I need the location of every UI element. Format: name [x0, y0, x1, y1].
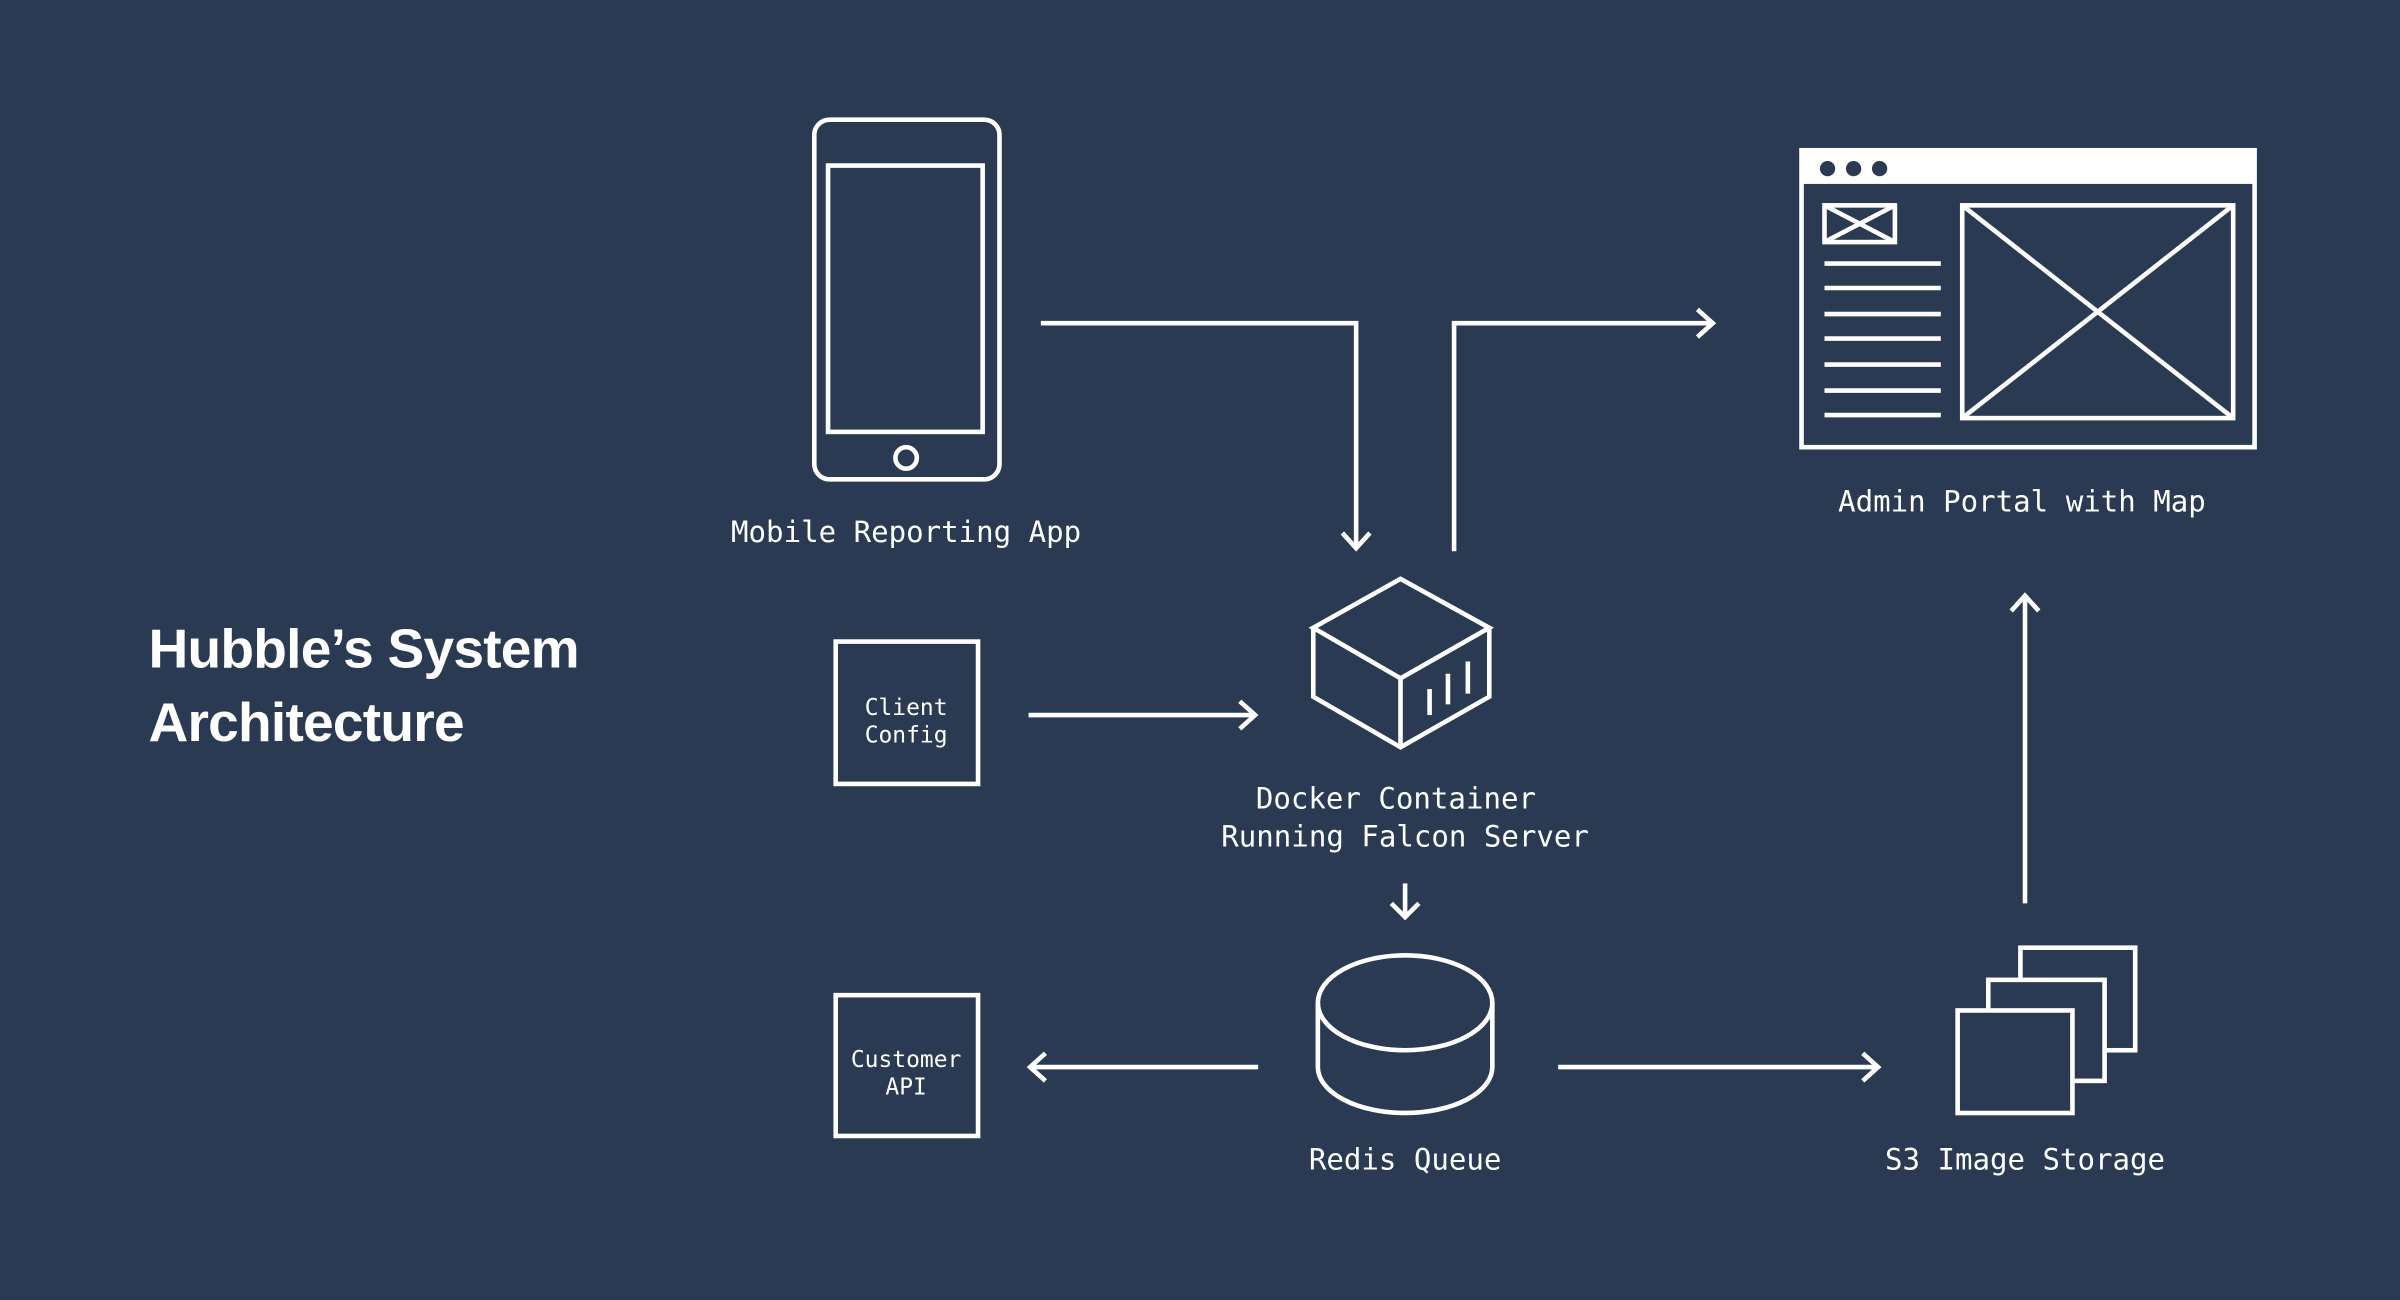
- smartphone-icon: [811, 117, 1002, 482]
- database-cylinder-icon: [1315, 953, 1495, 1116]
- arrow-mobile-to-docker: [1040, 320, 1372, 552]
- diagram-title-line2: Architecture: [148, 691, 463, 753]
- diagram-title-line1: Hubble’s System: [148, 618, 578, 680]
- browser-window-icon: [1799, 147, 2257, 450]
- s3-label: S3 Image Storage: [1885, 1143, 2165, 1177]
- arrow-s3-to-admin: [2009, 592, 2041, 904]
- customer-api-label-line1: Customer: [851, 1047, 961, 1073]
- client-config-label-line2: Config: [865, 723, 948, 749]
- arrow-config-to-docker: [1028, 699, 1259, 731]
- docker-label-line1: Docker Container: [1256, 781, 1536, 815]
- redis-label: Redis Queue: [1309, 1143, 1502, 1177]
- docker-label-line2: Running Falcon Server: [1221, 820, 1589, 854]
- mobile-app-label: Mobile Reporting App: [731, 515, 1081, 549]
- customer-api-box: [833, 992, 981, 1139]
- stacked-images-icon: [1955, 945, 2138, 1116]
- admin-portal-label: Admin Portal with Map: [1838, 484, 2206, 518]
- customer-api-label-line2: API: [885, 1075, 926, 1101]
- client-config-label-line1: Client: [865, 695, 948, 721]
- arrow-docker-to-admin: [1451, 307, 1717, 552]
- arrow-docker-to-redis: [1389, 883, 1421, 921]
- arrow-redis-to-s3: [1558, 1051, 1882, 1083]
- container-cube-icon: [1308, 576, 1494, 750]
- client-config-box: [833, 639, 981, 787]
- arrow-redis-to-customer-api: [1026, 1051, 1259, 1083]
